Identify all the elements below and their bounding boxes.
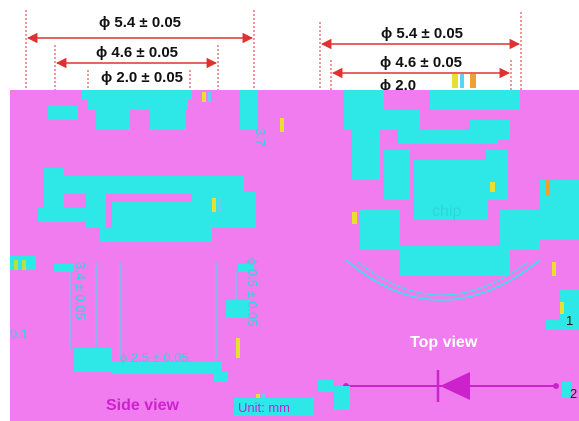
top-outer-dim-label: ϕ 5.4 ± 0.05 [381,25,463,42]
unit-label-bg [234,398,314,416]
side-outer-dim-label: ϕ 5.4 ± 0.05 [99,14,181,31]
top-inner-dim-label: ϕ 2.0 [380,77,416,94]
left-offset-label: 0.1 [10,326,28,341]
lead-spacing-label: ϕ 2.5 ± 0.05 [120,350,189,365]
diode-symbol-icon [343,370,559,402]
height-total-label: 3.7 [253,128,268,146]
header-area [0,0,579,90]
unit-label: Unit: mm [238,400,290,415]
top-view-body [344,90,579,330]
left-margin [0,90,10,421]
side-extension-lines [25,10,255,90]
side-view-label: Side view [106,397,179,414]
side-view-body [10,90,258,382]
top-extension-lines [319,12,522,90]
top-view-label: Top view [410,334,478,351]
top-view-inner-arc [357,261,529,296]
side-inner-dim-label: ϕ 2.0 ± 0.05 [101,69,183,86]
pin-2-label: 2 [570,386,577,401]
lead-diameter-label: ϕ 0.5 ± 0.05 [245,258,260,327]
chip-label: chip [432,203,461,220]
side-middle-dim-label: ϕ 4.6 ± 0.05 [96,44,178,61]
top-middle-dim-label: ϕ 4.6 ± 0.05 [380,54,462,71]
height-body-label: 3.4 ± 0.05 [73,262,88,320]
side-view-guides [69,262,237,360]
pin-1-label: 1 [566,313,573,328]
diode-pads [318,380,572,410]
top-view-outline-arc [345,259,541,301]
top-view-accents [352,74,564,314]
